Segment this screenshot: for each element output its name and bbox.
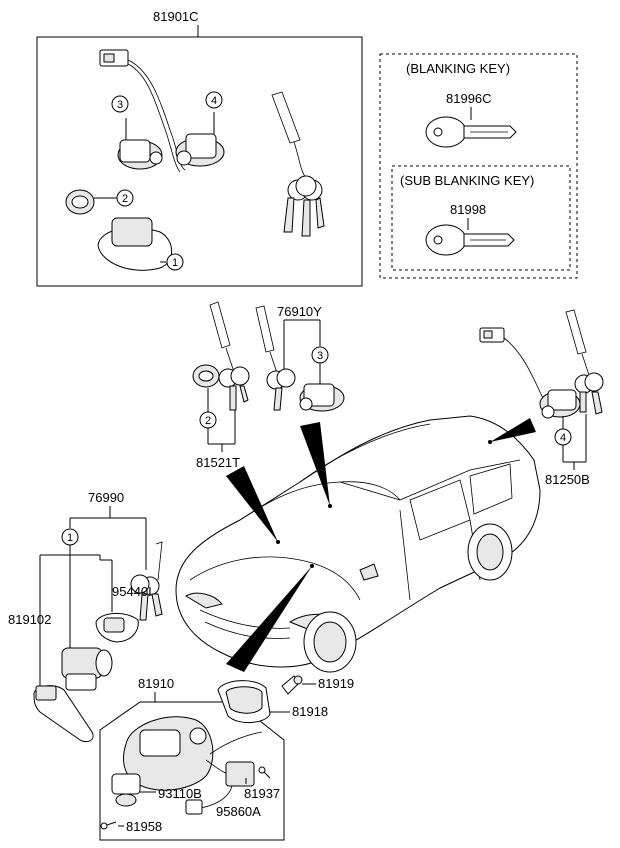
svg-text:4: 4: [211, 95, 217, 107]
kit-81910-box: [99, 701, 285, 841]
sub-blanking-key-box: [391, 165, 571, 271]
label-95860A: 95860A: [216, 804, 261, 819]
callout-3-mid: 3: [311, 346, 329, 364]
label-81937: 81937: [244, 786, 280, 801]
label-76910Y: 76910Y: [277, 304, 322, 319]
pointer-wedges: [226, 418, 536, 672]
ignition-bezel-icon: [33, 685, 94, 743]
trunk-lock-cylinder-icon: [539, 389, 581, 419]
ignition-cylinder-icon: [61, 647, 113, 691]
steering-lock-body-icon: [123, 716, 263, 791]
label-81250B: 81250B: [545, 472, 590, 487]
label-81918: 81918: [292, 704, 328, 719]
ignition-switch-connector-icon: [185, 761, 255, 815]
svg-text:2: 2: [205, 415, 211, 427]
bulb-81919-icon: [281, 675, 303, 695]
key-set-tag-center-icon: [255, 305, 296, 411]
callout-4-top: 4: [205, 91, 223, 109]
label-76990: 76990: [88, 490, 124, 505]
sub-blanking-key-heading: (SUB BLANKING KEY): [400, 173, 534, 188]
door-lock-cylinder-3-mid-icon: [299, 383, 345, 412]
door-lock-connector-icon: [99, 49, 186, 173]
shear-bolt-icon: [100, 821, 117, 830]
immobilizer-coil-81918-icon: [217, 680, 271, 723]
immobilizer-antenna-icon: [95, 613, 139, 643]
label-81910: 81910: [138, 676, 174, 691]
svg-text:4: 4: [560, 432, 566, 444]
cylinder-cap-2-icon: [65, 189, 117, 215]
callout-3-top: 3: [111, 95, 129, 113]
small-screw-81937-icon: [258, 766, 271, 779]
label-81958: 81958: [126, 819, 162, 834]
svg-text:1: 1: [67, 532, 73, 544]
trunk-key-set-tag-icon: [565, 309, 604, 415]
sedan-car-illustration: [175, 415, 541, 673]
blanking-key-icon: [425, 116, 517, 148]
svg-text:2: 2: [122, 193, 128, 205]
callout-1-left: 1: [61, 528, 79, 546]
label-81521T: 81521T: [196, 455, 240, 470]
svg-text:3: 3: [317, 350, 323, 362]
label-81901C: 81901C: [153, 9, 199, 24]
label-81919: 81919: [318, 676, 354, 691]
sub-blanking-key-icon: [425, 224, 515, 256]
label-93110B: 93110B: [158, 786, 202, 801]
callout-2-mid: 2: [199, 411, 217, 429]
lock-cylinder-4-icon: [175, 112, 225, 167]
blanking-key-heading: (BLANKING KEY): [406, 61, 510, 76]
svg-text:1: 1: [172, 257, 178, 269]
label-81998: 81998: [450, 202, 486, 217]
callout-4-right: 4: [554, 428, 572, 446]
callout-1-top: 1: [166, 253, 184, 271]
lock-cylinder-3-icon: [117, 118, 163, 170]
label-819102: 819102: [8, 612, 51, 627]
glove-box-lock-1-icon: [97, 217, 173, 271]
svg-text:3: 3: [117, 99, 123, 111]
key-set-tag-icon: [271, 91, 325, 237]
label-81996C: 81996C: [446, 91, 492, 106]
ignition-key-set-icon: [130, 541, 163, 621]
callout-2-top: 2: [116, 189, 134, 207]
key-reminder-switch-icon: [111, 773, 156, 807]
cylinder-cap-2-mid-icon: [192, 364, 220, 388]
key-set-tag-left-icon: [209, 301, 250, 411]
kit-81901C-box: [36, 36, 363, 287]
blanking-key-box: [379, 53, 578, 279]
label-95440I: 95440I: [112, 584, 152, 599]
